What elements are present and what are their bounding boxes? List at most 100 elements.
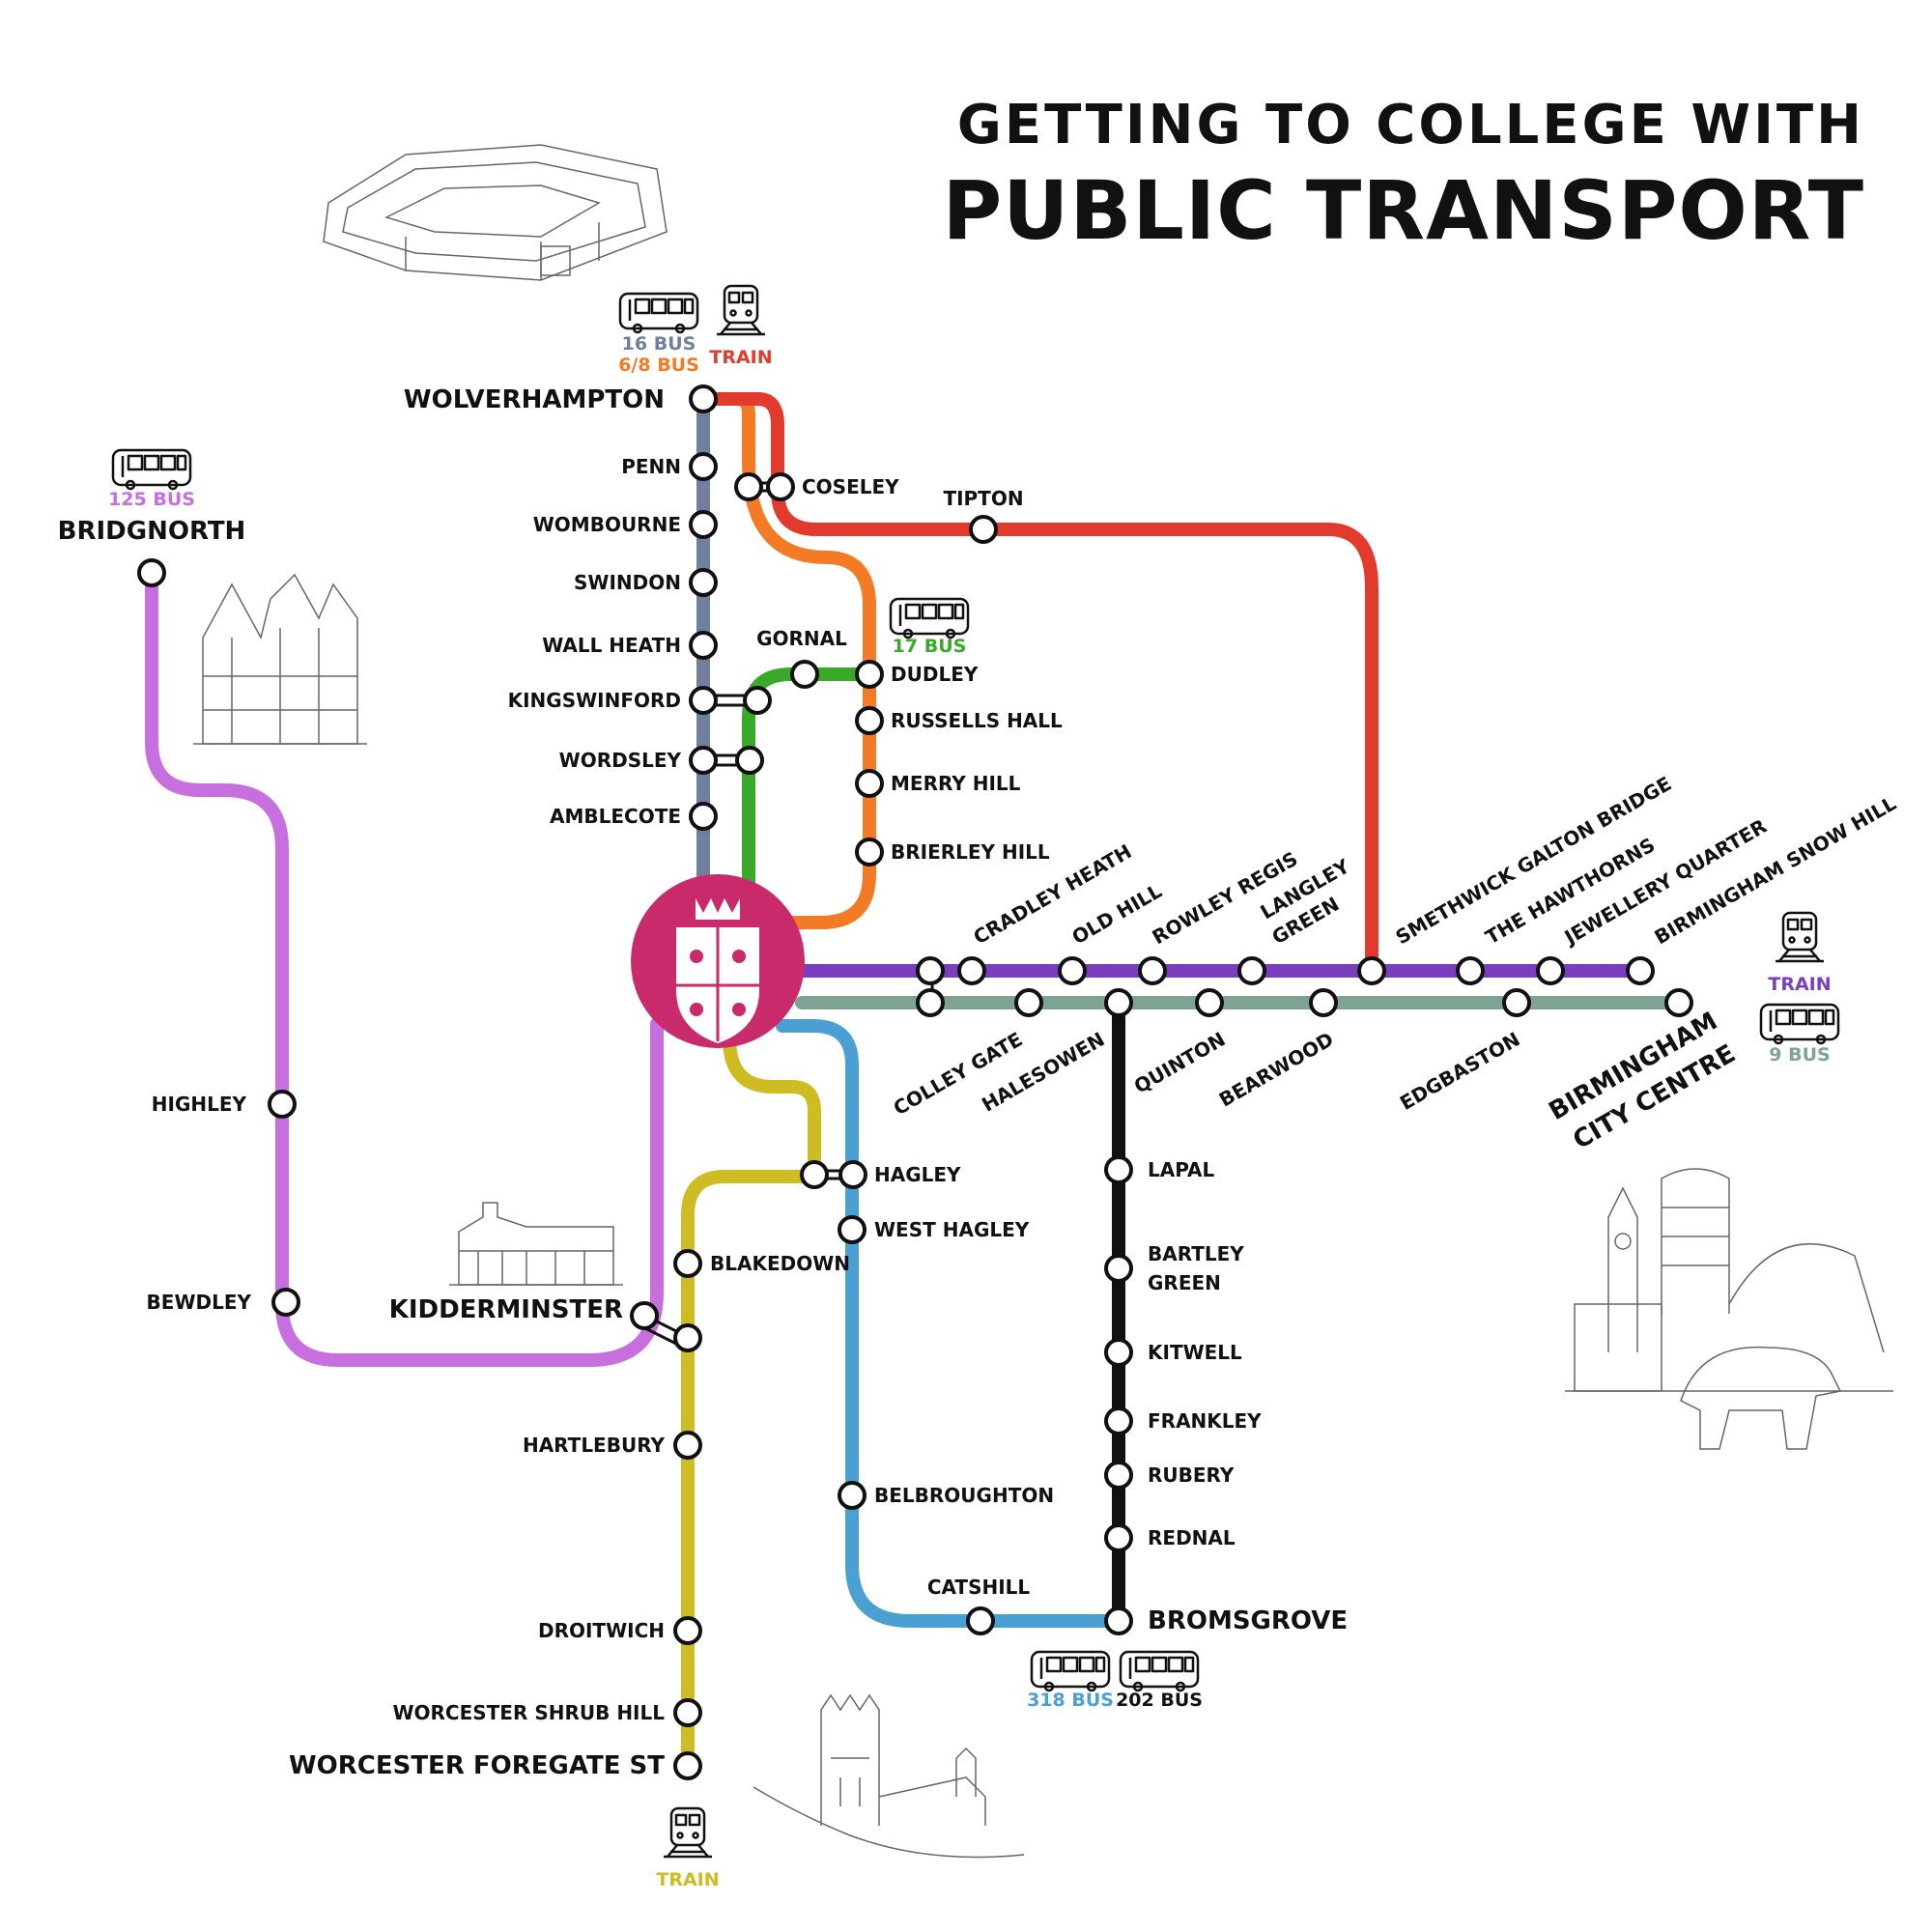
svg-text:BEWDLEY: BEWDLEY <box>147 1291 252 1314</box>
line-17-bus <box>742 668 876 900</box>
station-west-hagley[interactable]: WEST HAGLEY <box>838 1215 1030 1244</box>
svg-text:PENN: PENN <box>621 455 681 478</box>
svg-text:202 BUS: 202 BUS <box>1116 1690 1203 1711</box>
svg-text:GORNAL: GORNAL <box>756 627 847 650</box>
station-smethwick-galton-bridge[interactable]: SMETHWICK GALTON BRIDGE <box>1357 772 1675 985</box>
station-worcester-foregate-st[interactable]: WORCESTER FOREGATE ST <box>289 1751 702 1780</box>
station-bromsgrove[interactable]: BROMSGROVE <box>1104 1606 1348 1635</box>
station-merry-hill[interactable]: MERRY HILL <box>855 769 1021 798</box>
svg-text:BARTLEY: BARTLEY <box>1148 1242 1244 1265</box>
line-wolverhampton-train <box>696 392 1378 978</box>
svg-text:KIDDERMINSTER: KIDDERMINSTER <box>389 1295 623 1324</box>
train-icon <box>715 284 767 336</box>
line-318-bus <box>776 1019 1125 1628</box>
svg-text:TRAIN: TRAIN <box>656 1869 719 1890</box>
bus-icon <box>618 292 699 334</box>
station-tipton[interactable]: TIPTON <box>943 487 1024 544</box>
station-wall-heath[interactable]: WALL HEATH <box>542 631 718 660</box>
svg-text:EDGBASTON: EDGBASTON <box>1396 1028 1524 1115</box>
stadium-sketch <box>323 144 668 281</box>
svg-text:FRANKLEY: FRANKLEY <box>1148 1409 1262 1433</box>
bus-icon <box>111 448 192 491</box>
title-line-1: GETTING TO COLLEGE WITH <box>957 94 1864 156</box>
station-amblecote[interactable]: AMBLECOTE <box>550 802 718 831</box>
svg-text:BLAKEDOWN: BLAKEDOWN <box>710 1252 850 1275</box>
svg-text:BROMSGROVE: BROMSGROVE <box>1148 1606 1348 1635</box>
station-russells-hall[interactable]: RUSSELLS HALL <box>855 706 1063 735</box>
svg-text:DUDLEY: DUDLEY <box>891 663 979 686</box>
worcester-sketch <box>753 1693 1025 1859</box>
svg-text:HIGHLEY: HIGHLEY <box>152 1093 247 1116</box>
svg-text:COSELEY: COSELEY <box>802 475 899 498</box>
svg-text:RUBERY: RUBERY <box>1148 1463 1235 1487</box>
svg-text:TRAIN: TRAIN <box>1768 974 1831 995</box>
svg-text:TIPTON: TIPTON <box>943 487 1023 510</box>
station-brierley-hill[interactable]: BRIERLEY HILL <box>855 838 1050 867</box>
svg-text:SWINDON: SWINDON <box>574 571 681 594</box>
birmingham-services: TRAIN 9 BUS <box>1759 911 1840 1065</box>
svg-text:16 BUS: 16 BUS <box>622 333 696 355</box>
station-frankley[interactable]: FRANKLEY <box>1104 1406 1262 1435</box>
svg-text:CATSHILL: CATSHILL <box>927 1576 1031 1599</box>
station-penn[interactable]: PENN <box>621 452 718 481</box>
train-icon <box>662 1806 714 1859</box>
birmingham-sketch <box>1565 1168 1893 1450</box>
station-worcester-shrub-hill[interactable]: WORCESTER SHRUB HILL <box>392 1698 702 1727</box>
svg-text:WORCESTER SHRUB HILL: WORCESTER SHRUB HILL <box>392 1701 665 1724</box>
svg-text:BEARWOOD: BEARWOOD <box>1215 1028 1338 1112</box>
svg-text:318 BUS: 318 BUS <box>1027 1690 1114 1711</box>
crest-icon <box>676 898 759 1043</box>
bromsgrove-services: 318 BUS 202 BUS <box>1027 1650 1203 1711</box>
station-coseley[interactable]: COSELEY <box>734 472 899 501</box>
svg-text:9 BUS: 9 BUS <box>1769 1044 1830 1065</box>
station-kitwell[interactable]: KITWELL <box>1104 1338 1242 1367</box>
bus-icon <box>1759 1003 1840 1045</box>
bus-icon <box>1030 1650 1111 1692</box>
svg-text:LAPAL: LAPAL <box>1148 1158 1215 1181</box>
station-lapal[interactable]: LAPAL <box>1104 1155 1215 1184</box>
station-bewdley[interactable]: BEWDLEY <box>147 1288 300 1317</box>
svg-text:WOMBOURNE: WOMBOURNE <box>533 513 681 536</box>
svg-text:TRAIN: TRAIN <box>709 347 772 368</box>
station-rednal[interactable]: REDNAL <box>1104 1523 1236 1552</box>
kidderminster-sketch <box>449 1202 623 1286</box>
station-bridgnorth[interactable]: BRIDGNORTH <box>58 517 246 587</box>
station-catshill[interactable]: CATSHILL <box>927 1576 1031 1635</box>
line-worcester-train <box>681 1032 821 1773</box>
station-droitwich[interactable]: DROITWICH <box>538 1616 702 1645</box>
svg-text:MERRY HILL: MERRY HILL <box>891 772 1021 795</box>
station-highley[interactable]: HIGHLEY <box>152 1090 297 1119</box>
station-belbroughton[interactable]: BELBROUGHTON <box>838 1481 1054 1510</box>
svg-text:DROITWICH: DROITWICH <box>538 1619 665 1642</box>
station-blakedown[interactable]: BLAKEDOWN <box>673 1249 850 1278</box>
svg-text:125 BUS: 125 BUS <box>108 489 195 510</box>
svg-text:BRIDGNORTH: BRIDGNORTH <box>58 517 246 546</box>
station-wordsley[interactable]: WORDSLEY <box>559 746 764 775</box>
svg-text:KITWELL: KITWELL <box>1148 1341 1242 1364</box>
station-rubery[interactable]: RUBERY <box>1104 1461 1235 1490</box>
station-gornal[interactable]: GORNAL <box>756 627 847 689</box>
station-kingswinford[interactable]: KINGSWINFORD <box>508 686 772 715</box>
train-icon <box>1774 911 1826 963</box>
svg-text:BRIERLEY HILL: BRIERLEY HILL <box>891 840 1050 864</box>
station-halesowen-hub[interactable] <box>1104 988 1133 1017</box>
bridgnorth-sketch <box>193 573 367 745</box>
station-hagley[interactable]: HAGLEY <box>800 1160 961 1189</box>
svg-text:WEST HAGLEY: WEST HAGLEY <box>874 1218 1030 1241</box>
svg-text:17 BUS: 17 BUS <box>893 636 967 657</box>
svg-text:WOLVERHAMPTON: WOLVERHAMPTON <box>404 385 665 414</box>
svg-text:KINGSWINFORD: KINGSWINFORD <box>508 689 681 712</box>
station-wolverhampton[interactable]: WOLVERHAMPTON <box>404 384 718 414</box>
station-swindon[interactable]: SWINDON <box>574 568 718 597</box>
svg-text:GREEN: GREEN <box>1148 1271 1221 1294</box>
college-hub[interactable] <box>631 874 805 1048</box>
svg-text:WORDSLEY: WORDSLEY <box>559 749 682 772</box>
station-bartley-green[interactable]: BARTLEY GREEN <box>1104 1242 1244 1294</box>
station-kidderminster[interactable]: KIDDERMINSTER <box>389 1295 702 1352</box>
station-wombourne[interactable]: WOMBOURNE <box>533 510 718 539</box>
station-hartlebury[interactable]: HARTLEBURY <box>523 1431 702 1460</box>
station-dudley[interactable]: DUDLEY <box>855 660 979 689</box>
svg-text:RUSSELLS HALL: RUSSELLS HALL <box>891 709 1063 732</box>
